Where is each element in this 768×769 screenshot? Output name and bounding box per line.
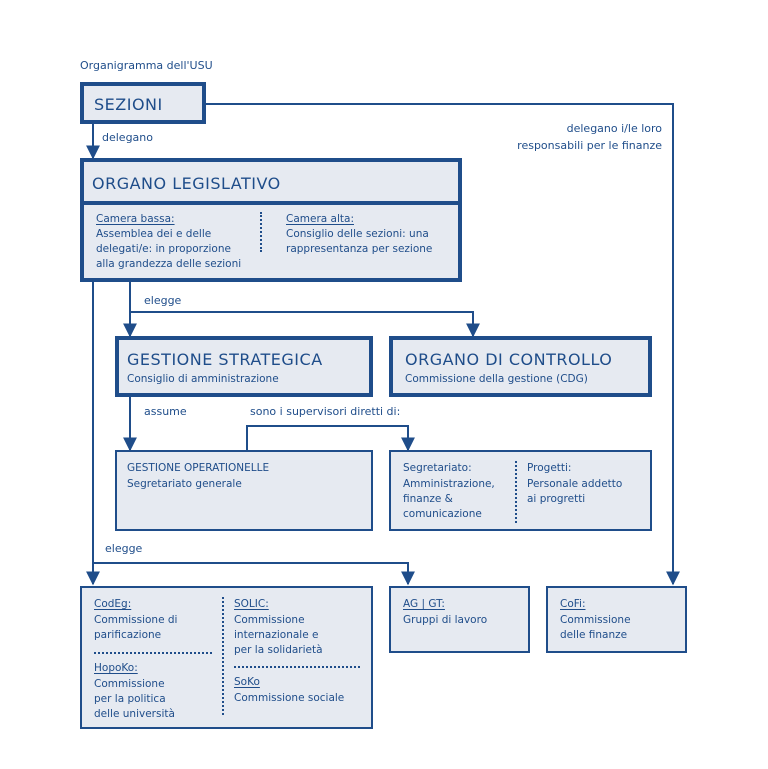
solic-title: SOLIC: [234, 598, 269, 610]
progetti-line: ai progretti [527, 493, 586, 505]
controllo-subtitle: Commissione della gestione (CDG) [405, 373, 588, 385]
solic-line: internazionale e [234, 629, 319, 641]
camera-alta-line: rappresentanza per sezione [286, 243, 433, 255]
commissioni-separator-right [234, 666, 360, 668]
label-elegge-commissioni: elegge [105, 542, 143, 555]
gruppi-title: AG | GT: [403, 598, 445, 610]
hopoko-title: HopoKo: [94, 662, 138, 674]
codeg-title: CodEg: [94, 598, 132, 610]
solic-line: per la solidarietà [234, 644, 323, 656]
sezioni-box: SEZIONI [80, 82, 206, 124]
camera-alta-title: Camera alta: [286, 213, 354, 225]
codeg-line: Commissione di [94, 614, 178, 626]
codeg-line: parificazione [94, 629, 162, 641]
segretariato-line: comunicazione [403, 508, 482, 520]
segretariato-title: Segretariato: [403, 462, 472, 474]
operationelle-title: GESTIONE OPERATIONELLE [127, 462, 270, 474]
soko-title: SoKo [234, 676, 260, 688]
label-delegano-finanze-1: delegano i/le loro [566, 122, 662, 135]
sezioni-title: SEZIONI [94, 95, 163, 114]
gruppi-subtitle: Gruppi di lavoro [403, 614, 488, 626]
label-supervisori: sono i supervisori diretti di: [250, 405, 401, 418]
legislativo-divider [80, 201, 462, 205]
cofi-title: CoFi: [560, 598, 586, 610]
soko-line: Commissione sociale [234, 692, 345, 704]
segretariato-separator [515, 461, 517, 523]
segretariato-line: Amministrazione, [403, 478, 495, 490]
arrow-elegge-to-controllo [130, 311, 480, 338]
commissioni-separator-left [94, 652, 212, 654]
segretariato-line: finanze & [403, 493, 453, 505]
page-title: Organigramma dell'USU [80, 59, 213, 72]
label-assume: assume [144, 405, 187, 418]
hopoko-line: Commissione [94, 678, 165, 690]
progetti-title: Progetti: [527, 462, 572, 474]
cofi-line: delle finanze [560, 629, 628, 641]
strategica-title: GESTIONE STRATEGICA [127, 350, 323, 369]
solic-line: Commissione [234, 614, 305, 626]
camera-bassa-line: alla grandezza delle sezioni [96, 258, 242, 270]
legislativo-box: ORGANO LEGISLATIVO Camera bassa: Assembl… [80, 158, 462, 282]
segretariato-box: Segretariato: Amministrazione, finanze &… [389, 450, 652, 531]
arrow-sezioni-to-cofi [206, 103, 680, 586]
strategica-box: GESTIONE STRATEGICA Consiglio di amminis… [115, 336, 373, 397]
commissioni-box: CodEg: Commissione di parificazione Hopo… [80, 586, 373, 729]
cofi-line: Commissione [560, 614, 631, 626]
operationelle-subtitle: Segretariato generale [127, 478, 242, 490]
strategica-subtitle: Consiglio di amministrazione [127, 373, 279, 385]
legislativo-separator [260, 212, 262, 252]
camera-bassa-line: delegati/e: in proporzione [96, 243, 231, 255]
controllo-title: ORGANO DI CONTROLLO [405, 350, 613, 369]
camera-bassa-title: Camera bassa: [96, 213, 175, 225]
gruppi-box: AG | GT: Gruppi di lavoro [389, 586, 530, 653]
controllo-box: ORGANO DI CONTROLLO Commissione della ge… [389, 336, 652, 397]
commissioni-separator-vertical [222, 597, 224, 715]
hopoko-line: per la politica [94, 693, 166, 705]
progetti-line: Personale addetto [527, 478, 623, 490]
hopoko-line: delle università [94, 708, 175, 720]
operationelle-box: GESTIONE OPERATIONELLE Segretariato gene… [115, 450, 373, 531]
legislativo-title: ORGANO LEGISLATIVO [92, 174, 281, 193]
camera-bassa-line: Assemblea dei e delle [96, 228, 212, 240]
label-delegano-finanze-2: responsabili per le finanze [517, 139, 662, 152]
camera-alta-line: Consiglio delle sezioni: una [286, 228, 429, 240]
cofi-box: CoFi: Commissione delle finanze [546, 586, 687, 653]
label-elegge-strategica: elegge [144, 294, 182, 307]
label-delegano: delegano [102, 131, 153, 144]
arrow-supervisori-to-segretariato [246, 425, 415, 452]
arrow-elegge-to-gruppi [93, 562, 415, 586]
